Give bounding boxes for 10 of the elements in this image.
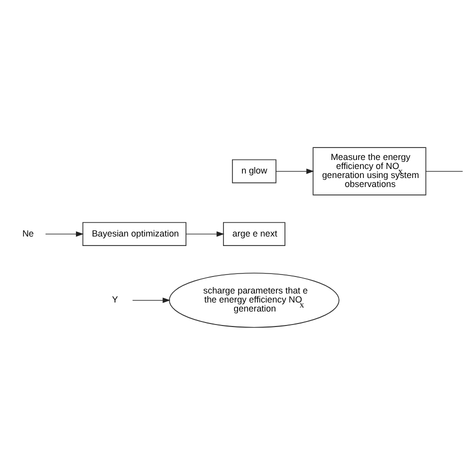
- node-box: n glow: [232, 158, 276, 183]
- arrow: [132, 297, 170, 302]
- node-text: Ne: [22, 228, 34, 238]
- arrow: [186, 230, 224, 236]
- node-text: Y: [112, 294, 118, 304]
- node-box: arge e next: [223, 222, 286, 246]
- connector: [426, 170, 463, 172]
- node-box: Bayesian optimization: [82, 222, 186, 246]
- arrow: [276, 168, 314, 174]
- arrow: [45, 230, 84, 236]
